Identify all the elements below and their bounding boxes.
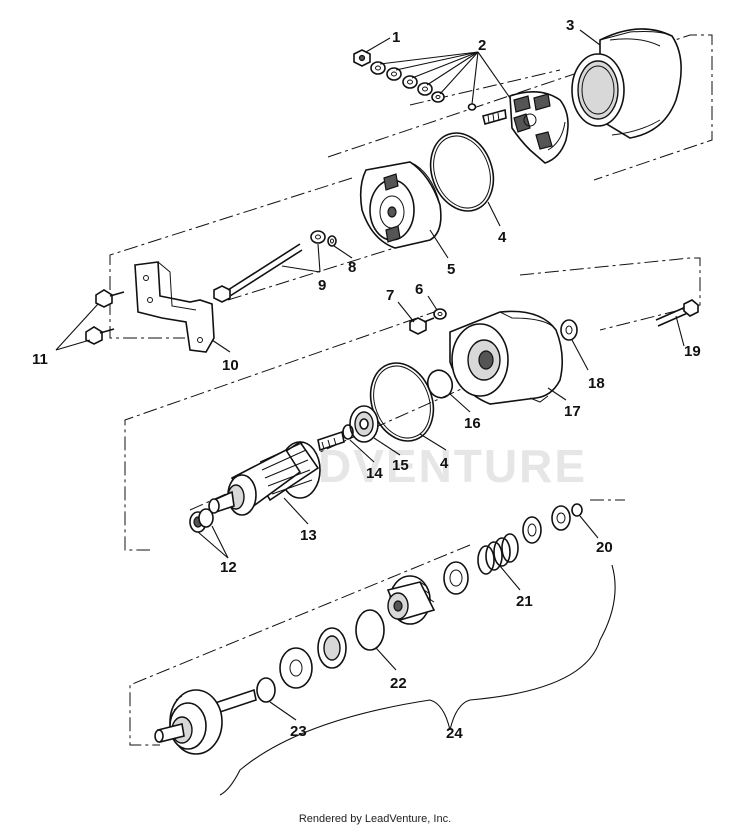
part-14-ring [342, 424, 354, 440]
assembly-boundary-lines [109, 34, 713, 746]
callout-9: 9 [318, 277, 326, 294]
callout-1: 1 [392, 29, 400, 46]
group-24-brace [219, 564, 616, 796]
part-5-end-cover [359, 161, 442, 249]
part-24-pinion-gear-shaft [154, 688, 257, 755]
callout-2: 2 [478, 37, 486, 54]
callout-8: 8 [348, 259, 356, 276]
callout-labels: 1 2 3 4 5 6 7 8 9 10 11 12 13 14 15 16 1… [32, 17, 701, 742]
callout-10: 10 [222, 357, 239, 374]
callout-16: 16 [464, 415, 481, 432]
part-22-clutch [279, 575, 436, 689]
leader-lines [55, 29, 685, 721]
footer-credit: Rendered by LeadVenture, Inc. [299, 813, 451, 825]
part-23-ring [256, 677, 276, 703]
callout-24: 24 [446, 725, 463, 742]
callout-11: 11 [32, 351, 48, 368]
part-8-seal [327, 235, 337, 247]
callout-7: 7 [386, 287, 394, 304]
part-17-front-housing [449, 310, 564, 405]
part-18-washer [560, 319, 578, 341]
part-10-bracket [134, 261, 215, 353]
callout-19: 19 [684, 343, 701, 360]
callout-14: 14 [366, 465, 383, 482]
part-11-bolts [85, 289, 125, 345]
callout-6: 6 [415, 281, 423, 298]
callout-12: 12 [220, 559, 237, 576]
callout-17: 17 [564, 403, 581, 420]
callout-20: 20 [596, 539, 613, 556]
part-2-washers-brush-plate [370, 61, 569, 164]
part-19-bolt [655, 299, 699, 327]
part-12-bushing [189, 508, 214, 533]
part-20-ring [551, 503, 583, 531]
part-6-washer [433, 308, 447, 320]
callout-13: 13 [300, 527, 317, 544]
callout-5: 5 [447, 261, 455, 278]
part-4-o-ring-upper [429, 132, 495, 212]
part-9-through-bolts [213, 230, 326, 303]
callout-21: 21 [516, 593, 533, 610]
watermark-text: DVENTURE [318, 440, 587, 492]
callout-23: 23 [290, 723, 307, 740]
part-16-o-ring [426, 369, 454, 399]
part-7-stud [409, 317, 435, 335]
part-21-spring [443, 516, 542, 595]
callout-18: 18 [588, 375, 605, 392]
callout-3: 3 [566, 17, 574, 34]
callout-4-lower: 4 [440, 455, 449, 472]
part-3-housing [571, 28, 682, 139]
part-1-nut [353, 49, 371, 67]
part-15-bearing [349, 405, 379, 443]
callout-4-upper: 4 [498, 229, 507, 246]
part-13-armature [208, 430, 345, 516]
callout-15: 15 [392, 457, 409, 474]
callout-22: 22 [390, 675, 407, 692]
